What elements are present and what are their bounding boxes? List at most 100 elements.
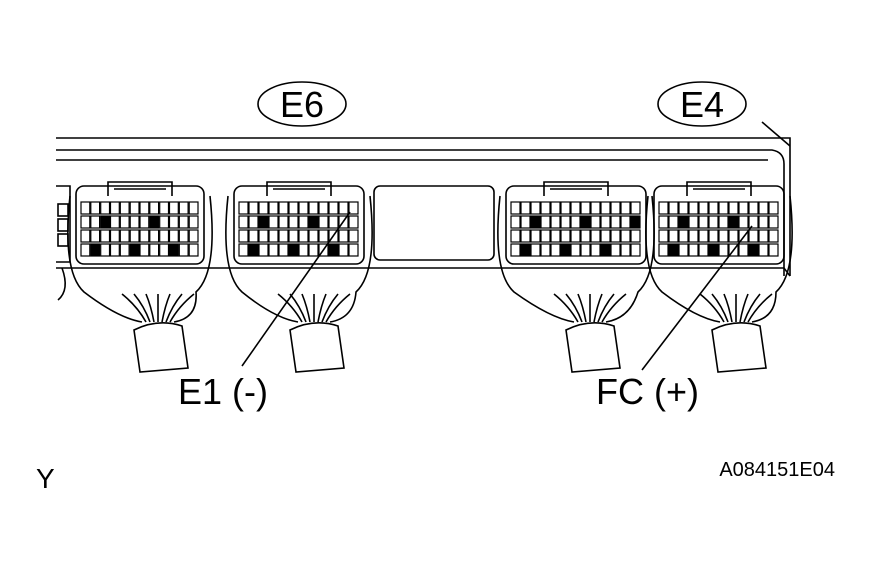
pin-cell (510, 215, 521, 229)
pin-cell (100, 215, 111, 229)
terminal-label-fc: FC (+) (596, 371, 699, 412)
pin-cell (768, 201, 779, 215)
pin-cell (728, 215, 739, 229)
pin-cell (188, 201, 199, 215)
pin-cell (748, 215, 759, 229)
pin-cell (668, 215, 679, 229)
pin-cell (348, 215, 359, 229)
wire (565, 293, 583, 323)
pin-cell (708, 201, 719, 215)
pin-cell (570, 201, 581, 215)
pin-cell (119, 229, 130, 243)
leader-line-fc (641, 225, 753, 371)
connector-plug-3 (497, 181, 655, 373)
pin-cell (580, 215, 591, 229)
pin-cell (159, 201, 170, 215)
pin-cell (168, 201, 179, 215)
pin-cell (298, 243, 309, 257)
pin-cell (168, 229, 179, 243)
pin-cell (708, 229, 719, 243)
pin-cell (718, 201, 729, 215)
pin-cell (668, 229, 679, 243)
pin-cell (748, 243, 759, 257)
pin-cell (688, 201, 699, 215)
pin-cell (590, 215, 601, 229)
plug-body (233, 185, 365, 265)
wire (165, 293, 183, 323)
plug-body (75, 185, 205, 265)
connector-plug-2 (225, 181, 373, 373)
pin-cell (348, 229, 359, 243)
pin-cell (318, 215, 329, 229)
pin-cell (590, 201, 601, 215)
pin-cell (678, 243, 689, 257)
wire (325, 293, 351, 323)
clamp-loop (225, 195, 373, 323)
pin-cell (80, 201, 91, 215)
pin-cell (100, 243, 111, 257)
pin-cell (348, 201, 359, 215)
pin-cell (758, 215, 769, 229)
pin-cell (748, 229, 759, 243)
pin-cell (520, 229, 531, 243)
pin-cell (600, 201, 611, 215)
pin-cell (698, 243, 709, 257)
pin-cell (129, 215, 140, 229)
pin-cell (600, 243, 611, 257)
pin-cell (188, 243, 199, 257)
pin-cell (698, 215, 709, 229)
pin-cell (688, 243, 699, 257)
pin-cell (318, 229, 329, 243)
pin-cell (268, 243, 279, 257)
wire (699, 293, 725, 323)
pin-cell (570, 229, 581, 243)
callout-e6: E6 (257, 81, 347, 127)
clamp-loop (645, 195, 793, 323)
pin-cell (188, 215, 199, 229)
pin-cell (620, 215, 631, 229)
pin-cell (348, 243, 359, 257)
pin-cell (90, 201, 101, 215)
pin-cell (580, 229, 591, 243)
pin-cell (238, 243, 249, 257)
wire (553, 293, 579, 323)
wire-harness (133, 322, 189, 373)
pin-cell (139, 201, 150, 215)
pin-cell (748, 201, 759, 215)
pin-cell (258, 229, 269, 243)
pin-cell (678, 201, 689, 215)
pin-cell (328, 201, 339, 215)
latch-tab (266, 181, 332, 196)
pin-cell (510, 201, 521, 215)
pin-cell (308, 229, 319, 243)
pin-cell (550, 201, 561, 215)
wire (161, 293, 171, 323)
pin-cell (520, 243, 531, 257)
wire (121, 293, 147, 323)
pin-cell (698, 201, 709, 215)
pin-cell (560, 229, 571, 243)
pin-cell (338, 229, 349, 243)
pin-cell (510, 243, 521, 257)
pin-cell (758, 243, 769, 257)
terminal-label-e1: E1 (-) (178, 371, 268, 412)
pin-cell (600, 229, 611, 243)
wire-harness (565, 322, 621, 373)
plug-body (653, 185, 785, 265)
blank-window (373, 185, 495, 261)
pin-cell (540, 229, 551, 243)
pin-cell (520, 201, 531, 215)
pin-cell (718, 243, 729, 257)
pin-cell (580, 201, 591, 215)
pin-cell (338, 243, 349, 257)
pin-cell (159, 243, 170, 257)
pin-cell (100, 201, 111, 215)
pin-cell (109, 201, 120, 215)
pin-cell (90, 229, 101, 243)
pin-cell (129, 243, 140, 257)
pin-cell (178, 215, 189, 229)
pin-cell (668, 201, 679, 215)
pin-cell (610, 243, 621, 257)
pin-cell (268, 229, 279, 243)
